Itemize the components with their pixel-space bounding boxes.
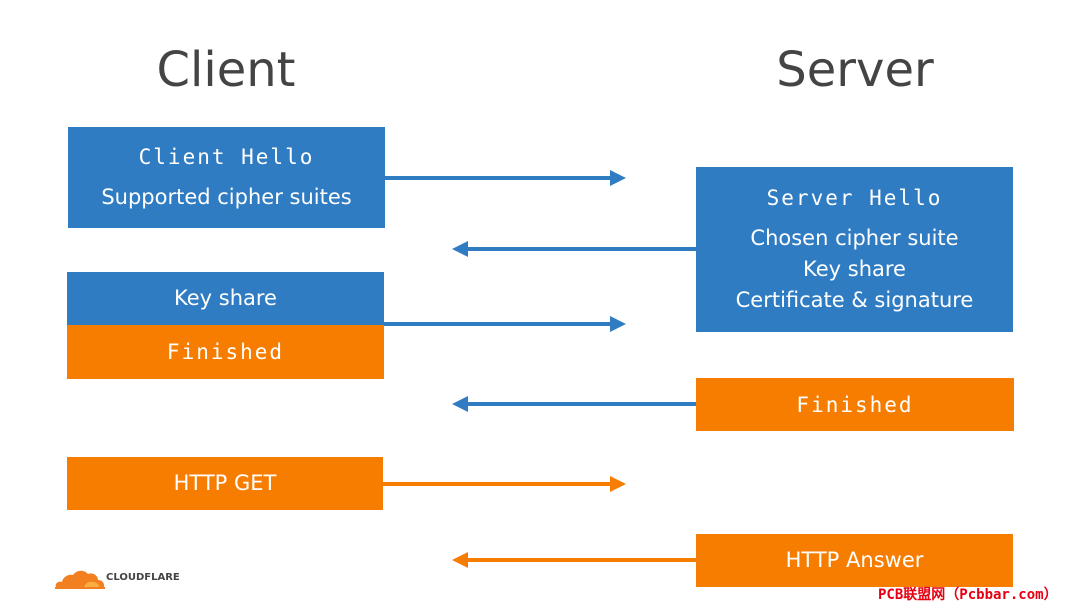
- client-finished-label: Finished: [166, 340, 285, 364]
- arrow-head: [452, 552, 468, 568]
- client-hello-box: Client Hello Supported cipher suites: [68, 127, 385, 228]
- arrow-head: [452, 396, 468, 412]
- watermark: PCB联盟网（Pcbbar.com）: [878, 587, 1058, 603]
- client-key-share-box: Key share: [67, 272, 384, 325]
- server-finished-box: Finished: [696, 378, 1014, 431]
- arrow-head: [610, 170, 626, 186]
- cloudflare-logo: CLOUDFLARE: [54, 566, 194, 592]
- server-hello-title: Server Hello: [766, 186, 943, 210]
- arrow-http-answer: [452, 552, 696, 568]
- supported-cipher-suites-label: Supported cipher suites: [101, 185, 352, 209]
- client-finished-box: Finished: [67, 325, 384, 379]
- arrow-client-hello: [385, 170, 626, 186]
- server-hello-box: Server Hello Chosen cipher suite Key sha…: [696, 167, 1013, 332]
- cloud-icon: [55, 570, 105, 589]
- client-key-share-label: Key share: [174, 286, 277, 310]
- chosen-cipher-suite-label: Chosen cipher suite: [750, 226, 959, 250]
- http-answer-label: HTTP Answer: [785, 548, 924, 572]
- arrow-http-get: [383, 476, 626, 492]
- arrow-head: [610, 476, 626, 492]
- server-heading: Server: [776, 42, 934, 98]
- client-heading: Client: [156, 42, 296, 98]
- arrow-head: [610, 316, 626, 332]
- arrow-head: [452, 241, 468, 257]
- http-get-box: HTTP GET: [67, 457, 383, 510]
- arrow-server-finished: [452, 396, 696, 412]
- cloudflare-logo-text: CLOUDFLARE: [106, 572, 180, 583]
- http-get-label: HTTP GET: [173, 471, 277, 495]
- certificate-signature-label: Certificate & signature: [735, 288, 974, 312]
- arrow-key-share-finished: [384, 316, 626, 332]
- server-finished-label: Finished: [796, 392, 914, 417]
- client-hello-title: Client Hello: [138, 145, 315, 169]
- arrow-server-hello: [452, 241, 696, 257]
- http-answer-box: HTTP Answer: [696, 534, 1013, 587]
- server-key-share-label: Key share: [803, 257, 906, 281]
